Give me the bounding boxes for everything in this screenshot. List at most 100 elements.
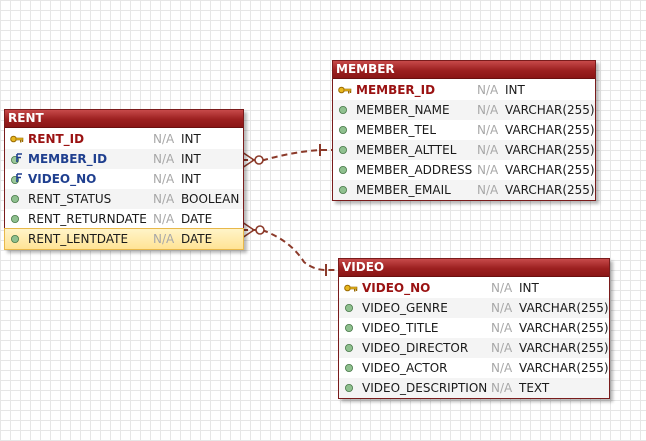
column-name: VIDEO_TITLE: [362, 321, 439, 335]
column-row-rent-returndate[interactable]: RENT_RETURNDATE N/A DATE: [5, 209, 243, 229]
column-row-member-email[interactable]: MEMBER_EMAIL N/A VARCHAR(255): [333, 180, 595, 200]
foreign-key-icon: [11, 173, 22, 184]
column-nullable: N/A: [477, 103, 499, 117]
entity-video-columns: VIDEO_NO N/A INT VIDEO_GENRE N/A VARCHAR…: [339, 277, 609, 398]
entity-rent[interactable]: RENT RENT_ID N/A INT MEMBER_ID N/A INT V…: [4, 109, 244, 250]
entity-member-title[interactable]: MEMBER: [333, 61, 595, 79]
column-row-video-actor[interactable]: VIDEO_ACTOR N/A VARCHAR(255): [339, 358, 609, 378]
relationship-rent-video[interactable]: [241, 221, 338, 276]
column-nullable: N/A: [491, 321, 513, 335]
column-nullable: N/A: [491, 381, 513, 395]
column-type: DATE: [181, 232, 213, 246]
column-nullable: N/A: [153, 212, 175, 226]
column-nullable: N/A: [491, 281, 513, 295]
column-type: VARCHAR(255): [505, 103, 595, 117]
column-type: VARCHAR(255): [505, 183, 595, 197]
entity-member[interactable]: MEMBER MEMBER_ID N/A INT MEMBER_NAME N/A…: [332, 60, 596, 201]
column-row-member-tel[interactable]: MEMBER_TEL N/A VARCHAR(255): [333, 120, 595, 140]
entity-rent-columns: RENT_ID N/A INT MEMBER_ID N/A INT VIDEO_…: [4, 128, 244, 250]
column-name: MEMBER_NAME: [356, 103, 450, 117]
key-icon: [344, 284, 358, 292]
relationship-line-rent-member[interactable]: [242, 149, 332, 161]
relationship-rent-member[interactable]: [241, 144, 332, 169]
column-row-member-id[interactable]: MEMBER_ID N/A INT: [333, 80, 595, 100]
column-dot-icon: [11, 235, 19, 243]
column-type: VARCHAR(255): [519, 301, 609, 315]
column-name: VIDEO_DESCRIPTION: [362, 381, 488, 395]
column-dot-icon: [339, 166, 347, 174]
column-dot-icon: [11, 215, 19, 223]
column-dot-icon: [339, 126, 347, 134]
column-type: INT: [181, 172, 201, 186]
column-name: MEMBER_ID: [356, 83, 436, 97]
column-name: MEMBER_ALTTEL: [356, 143, 457, 157]
column-nullable: N/A: [477, 183, 499, 197]
column-nullable: N/A: [153, 132, 175, 146]
column-nullable: N/A: [477, 143, 499, 157]
entity-rent-title[interactable]: RENT: [5, 110, 243, 128]
key-icon: [10, 135, 24, 143]
column-dot-icon: [345, 384, 353, 392]
column-type: INT: [519, 281, 539, 295]
column-dot-icon: [339, 106, 347, 114]
column-row-rent-lentdate[interactable]: RENT_LENTDATE N/A DATE: [4, 228, 244, 250]
column-name: VIDEO_GENRE: [362, 301, 448, 315]
column-name: RENT_LENTDATE: [28, 232, 129, 246]
column-name: VIDEO_NO: [28, 172, 97, 186]
column-row-video-no[interactable]: VIDEO_NO N/A INT: [339, 278, 609, 298]
column-dot-icon: [345, 364, 353, 372]
column-nullable: N/A: [491, 361, 513, 375]
column-name: VIDEO_NO: [362, 281, 431, 295]
column-row-video-description[interactable]: VIDEO_DESCRIPTION N/A TEXT: [339, 378, 609, 398]
column-type: TEXT: [519, 381, 550, 395]
column-name: MEMBER_EMAIL: [356, 183, 451, 197]
column-row-video-genre[interactable]: VIDEO_GENRE N/A VARCHAR(255): [339, 298, 609, 318]
column-type: VARCHAR(255): [505, 123, 595, 137]
column-row-member-name[interactable]: MEMBER_NAME N/A VARCHAR(255): [333, 100, 595, 120]
column-type: VARCHAR(255): [519, 341, 609, 355]
column-row-video-director[interactable]: VIDEO_DIRECTOR N/A VARCHAR(255): [339, 338, 609, 358]
column-type: INT: [505, 83, 525, 97]
column-nullable: N/A: [153, 152, 175, 166]
column-dot-icon: [345, 304, 353, 312]
column-type: VARCHAR(255): [519, 321, 609, 335]
column-type: VARCHAR(255): [505, 163, 595, 177]
column-row-video-title[interactable]: VIDEO_TITLE N/A VARCHAR(255): [339, 318, 609, 338]
key-icon: [338, 86, 352, 94]
column-name: MEMBER_ID: [28, 152, 108, 166]
column-nullable: N/A: [153, 172, 175, 186]
column-nullable: N/A: [491, 301, 513, 315]
column-nullable: N/A: [153, 192, 175, 206]
column-type: VARCHAR(255): [505, 143, 595, 157]
column-row-video-no[interactable]: VIDEO_NO N/A INT: [5, 169, 243, 189]
column-type: INT: [181, 132, 201, 146]
column-name: RENT_ID: [28, 132, 85, 146]
column-name: RENT_RETURNDATE: [28, 212, 147, 226]
column-dot-icon: [345, 344, 353, 352]
column-nullable: N/A: [491, 341, 513, 355]
column-name: MEMBER_ADDRESS: [356, 163, 473, 177]
column-row-rent-status[interactable]: RENT_STATUS N/A BOOLEAN: [5, 189, 243, 209]
column-nullable: N/A: [153, 232, 175, 246]
relationship-line-rent-video[interactable]: [242, 229, 338, 271]
column-type: BOOLEAN: [181, 192, 240, 206]
entity-video-title[interactable]: VIDEO: [339, 259, 609, 277]
column-name: RENT_STATUS: [28, 192, 112, 206]
column-dot-icon: [339, 186, 347, 194]
column-row-rent-id[interactable]: RENT_ID N/A INT: [5, 129, 243, 149]
column-nullable: N/A: [477, 123, 499, 137]
entity-member-columns: MEMBER_ID N/A INT MEMBER_NAME N/A VARCHA…: [333, 79, 595, 200]
column-row-member-id[interactable]: MEMBER_ID N/A INT: [5, 149, 243, 169]
column-name: VIDEO_ACTOR: [362, 361, 448, 375]
foreign-key-icon: [11, 153, 22, 164]
column-row-member-alttel[interactable]: MEMBER_ALTTEL N/A VARCHAR(255): [333, 140, 595, 160]
column-row-member-address[interactable]: MEMBER_ADDRESS N/A VARCHAR(255): [333, 160, 595, 180]
entity-video[interactable]: VIDEO VIDEO_NO N/A INT VIDEO_GENRE N/A V…: [338, 258, 610, 399]
column-nullable: N/A: [477, 83, 499, 97]
column-dot-icon: [345, 324, 353, 332]
column-nullable: N/A: [477, 163, 499, 177]
column-type: DATE: [181, 212, 213, 226]
column-type: INT: [181, 152, 201, 166]
column-dot-icon: [339, 146, 347, 154]
